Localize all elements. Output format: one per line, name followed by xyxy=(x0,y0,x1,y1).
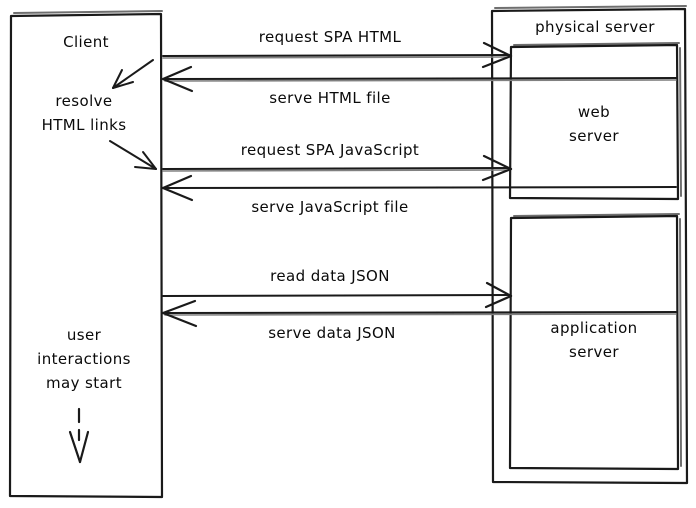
client-box-outline xyxy=(8,12,164,499)
message-serve-data-json[interactable] xyxy=(161,299,677,328)
web-server-label-line1: web xyxy=(578,103,610,121)
physical-server-top-shadow xyxy=(494,5,687,9)
resolve-note-line2: HTML links xyxy=(42,116,127,134)
message-label-request-spa-javascript: request SPA JavaScript xyxy=(241,141,419,159)
physical-server-label: physical server xyxy=(535,18,655,36)
message-serve-html-file[interactable] xyxy=(161,65,677,93)
web-server-box[interactable] xyxy=(508,42,682,201)
physical-server-outline xyxy=(490,7,689,485)
application-server-top-shadow xyxy=(513,213,680,217)
client-box[interactable] xyxy=(8,10,164,499)
web-server-label-line2: server xyxy=(569,127,619,145)
continue-down-arrow-icon xyxy=(68,407,90,464)
user-note-line2: interactions xyxy=(37,350,131,368)
client-box-top-shadow xyxy=(13,10,163,14)
application-server-label-line2: server xyxy=(569,343,619,361)
application-server-label-line1: application xyxy=(550,319,637,337)
message-label-request-spa-html: request SPA HTML xyxy=(259,28,402,46)
physical-server-box[interactable] xyxy=(490,5,689,485)
message-read-data-json[interactable] xyxy=(162,281,513,309)
message-label-serve-javascript-file: serve JavaScript file xyxy=(251,198,408,216)
resolve-note-line1: resolve xyxy=(55,92,112,110)
message-label-read-data-json: read data JSON xyxy=(270,267,390,285)
resolve-incoming-arrow-icon xyxy=(112,59,154,89)
resolve-outgoing-arrow-icon xyxy=(109,140,157,170)
web-server-top-shadow xyxy=(513,42,680,46)
client-label: Client xyxy=(63,33,109,51)
application-server-outline xyxy=(508,214,680,471)
message-label-serve-data-json: serve data JSON xyxy=(268,324,396,342)
user-note-line1: user xyxy=(67,326,102,344)
message-request-spa-html[interactable] xyxy=(162,41,513,69)
application-server-box[interactable] xyxy=(508,213,682,471)
application-server-right-shadow xyxy=(679,218,682,467)
message-request-spa-javascript[interactable] xyxy=(162,154,513,182)
web-server-right-shadow xyxy=(679,47,682,197)
web-server-outline xyxy=(508,43,680,201)
message-label-serve-html-file: serve HTML file xyxy=(269,89,390,107)
message-serve-javascript-file[interactable] xyxy=(161,174,677,202)
user-note-line3: may start xyxy=(46,374,122,392)
